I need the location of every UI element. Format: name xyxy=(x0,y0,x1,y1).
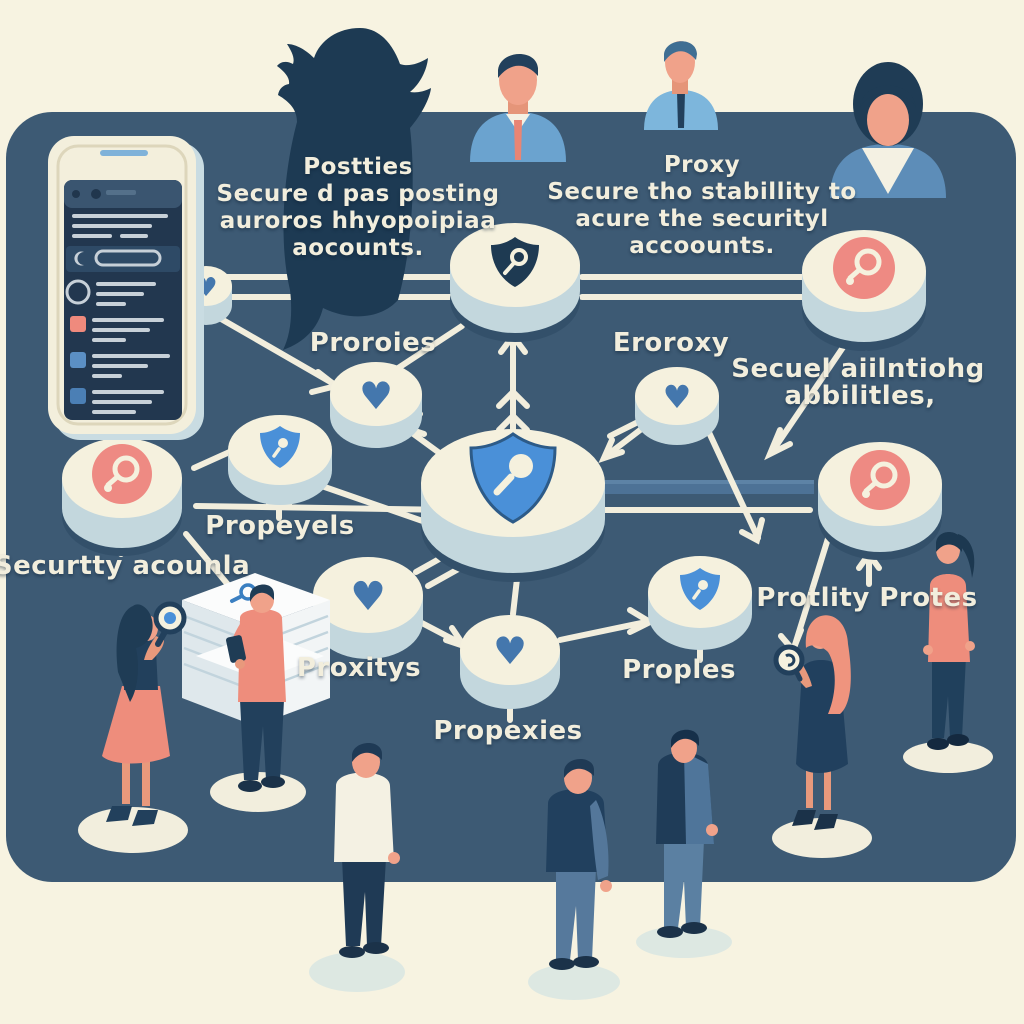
label-propeyels: Propeyels xyxy=(205,511,355,541)
shield-keyhole-icon xyxy=(469,432,557,524)
phone-feed-mockup xyxy=(48,136,204,440)
avatar-person-dark-bob xyxy=(830,62,946,198)
person-man-suit xyxy=(636,729,732,958)
node-heart-bottom-left: ♥ xyxy=(313,557,423,659)
caption-posting-line3: auroros hhyopoipiaa xyxy=(219,208,497,234)
node-search-right xyxy=(818,442,942,560)
caption-proxy-line2: Secure tho stabillity to xyxy=(547,179,857,205)
label-secuel-line2: abbilitles, xyxy=(784,381,936,411)
label-securtty: Securtty acounla xyxy=(0,551,251,581)
paper-stack xyxy=(182,573,330,726)
person-man-white-shirt xyxy=(309,742,405,992)
node-heart-mid-right: ♥ xyxy=(635,367,719,445)
heart-icon: ♥ xyxy=(493,629,527,673)
person-man-navy-vest xyxy=(528,758,620,1000)
person-woman-dark-dress xyxy=(772,615,872,858)
label-proroies: Proroies xyxy=(309,328,437,358)
node-shield-top xyxy=(450,223,580,342)
caption-proxy-line1: Proxy xyxy=(663,152,741,178)
avatar-man-light-shirt xyxy=(644,41,718,130)
node-heart-mid-left: ♥ xyxy=(330,362,422,448)
caption-proxy-line3: acure the securityl xyxy=(575,206,829,232)
phone-speaker xyxy=(100,150,148,156)
twitter-bird-icon xyxy=(277,28,431,350)
caption-posting-line4: aocounts. xyxy=(292,235,424,261)
caption-posting-line2: Secure d pas posting xyxy=(216,181,500,207)
label-proxitys: Proxitys xyxy=(296,653,422,683)
label-secuel-line1: Secuel aiilntiohg xyxy=(731,354,985,384)
person-woman-magnifier xyxy=(78,601,188,853)
shield-keyhole-icon xyxy=(680,568,720,610)
magnifying-glass-icon xyxy=(862,461,898,498)
node-search-left xyxy=(62,438,182,556)
caption-posting: Postties Secure d pas posting auroros hh… xyxy=(217,154,500,262)
label-proples: Proples xyxy=(622,655,736,685)
node-shield-small xyxy=(228,415,332,505)
magnifying-glass-icon xyxy=(846,248,882,285)
phone-feed-rows xyxy=(65,214,180,414)
person-man-phone xyxy=(210,584,306,812)
label-eroroxy: Eroroxy xyxy=(612,328,730,358)
shield-keyhole-icon xyxy=(491,237,539,287)
caption-proxy-line4: accoounts. xyxy=(629,233,775,259)
avatar-man-blue-suit xyxy=(470,53,566,162)
person-woman-ponytail xyxy=(903,532,993,773)
phone-screen xyxy=(64,180,182,420)
magnifying-glass-icon xyxy=(104,455,140,492)
magnifying-glass-icon xyxy=(153,601,187,647)
heart-icon: ♥ xyxy=(663,378,692,416)
node-search-top-right xyxy=(802,230,926,351)
heart-icon: ♥ xyxy=(350,574,386,620)
caption-proxy: Proxy Secure tho stabillity to acure the… xyxy=(547,152,856,260)
shield-keyhole-icon xyxy=(260,426,300,468)
hand-mirror-icon xyxy=(773,644,805,682)
label-propexies: Propexies xyxy=(433,716,583,746)
node-heart-bottom-center: ♥ xyxy=(460,615,560,709)
connector-band xyxy=(598,480,814,494)
node-shield-bottom-right xyxy=(648,556,752,650)
node-shield-center xyxy=(421,429,605,582)
heart-icon: ♥ xyxy=(359,374,393,418)
caption-posting-line1: Postties xyxy=(303,154,413,180)
smartphone-icon xyxy=(226,635,246,663)
label-protlity: Protlity Protes xyxy=(756,583,978,613)
